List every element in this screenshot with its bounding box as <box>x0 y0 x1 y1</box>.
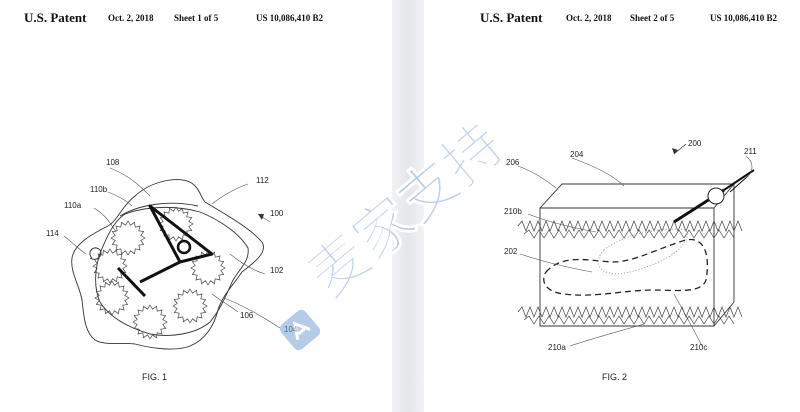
arrow-200-head <box>672 148 678 154</box>
gear-5 <box>132 304 168 340</box>
callout-114: 114 <box>46 229 59 238</box>
olive-circle <box>176 239 192 255</box>
leader-lines <box>517 155 753 347</box>
patent-date: Oct. 2, 2018 <box>566 13 612 23</box>
arrow-200-line <box>673 143 687 155</box>
gear-1 <box>110 220 146 256</box>
zigzag-bands <box>517 220 743 325</box>
callout-210c: 210c <box>690 343 707 352</box>
callout-104: 104 <box>284 325 298 334</box>
figure-label-2: FIG. 2 <box>602 372 627 382</box>
callout-108: 108 <box>106 158 120 167</box>
patent-number: US 10,086,410 B2 <box>256 13 324 23</box>
glass-stem <box>139 260 181 284</box>
sheet-number: Sheet 2 of 5 <box>630 13 675 23</box>
patent-title: U.S. Patent <box>480 10 543 25</box>
band-210b <box>517 220 743 239</box>
callout-210a: 210a <box>548 343 566 352</box>
gear-4 <box>94 280 130 316</box>
roller-circle <box>707 187 725 205</box>
callout-204: 204 <box>570 150 584 159</box>
callout-206: 206 <box>506 158 520 167</box>
inner-outline <box>95 206 249 336</box>
patent-sheet-2: U.S. Patent Oct. 2, 2018 Sheet 2 of 5 US… <box>424 0 800 412</box>
callout-106: 106 <box>240 311 254 320</box>
callout-100: 100 <box>270 209 284 218</box>
page-gutter <box>392 0 424 412</box>
patent-number: US 10,086,410 B2 <box>710 13 778 23</box>
callout-210b: 210b <box>504 207 522 216</box>
patent-title: U.S. Patent <box>24 10 87 25</box>
callout-102: 102 <box>270 266 284 275</box>
callout-200: 200 <box>688 139 702 148</box>
gear-7 <box>92 248 128 284</box>
dashed-pouch <box>543 238 709 296</box>
spiral-114 <box>89 247 102 260</box>
container-outline <box>71 179 264 350</box>
sheet-header: U.S. Patent Oct. 2, 2018 Sheet 2 of 5 US… <box>424 10 800 30</box>
callout-202: 202 <box>504 247 518 256</box>
figure-label-1: FIG. 1 <box>142 372 167 382</box>
figure-1-drawing: 108 110b 110a 114 112 100 102 106 104 FI… <box>46 158 298 382</box>
sheet-header: U.S. Patent Oct. 2, 2018 Sheet 1 of 5 US… <box>0 10 392 30</box>
gear-3 <box>190 250 226 286</box>
patent-date: Oct. 2, 2018 <box>108 13 154 23</box>
band-210a <box>517 306 743 325</box>
gear-6 <box>172 288 208 324</box>
callout-211: 211 <box>744 147 757 156</box>
lid-curve <box>119 202 199 217</box>
patent-sheet-1: U.S. Patent Oct. 2, 2018 Sheet 1 of 5 US… <box>0 0 392 412</box>
callout-112: 112 <box>256 176 269 185</box>
sheet-number: Sheet 1 of 5 <box>174 13 219 23</box>
glass-base <box>116 266 147 298</box>
figure-2-drawing: 200 211 206 204 210b 202 210a 210c FIG. … <box>504 139 757 382</box>
container-box <box>539 183 735 327</box>
callout-110b: 110b <box>90 185 108 194</box>
arrow-100 <box>258 214 264 220</box>
glass-symbol <box>116 204 214 298</box>
glass-bowl <box>148 204 214 264</box>
callout-110a: 110a <box>64 201 82 210</box>
